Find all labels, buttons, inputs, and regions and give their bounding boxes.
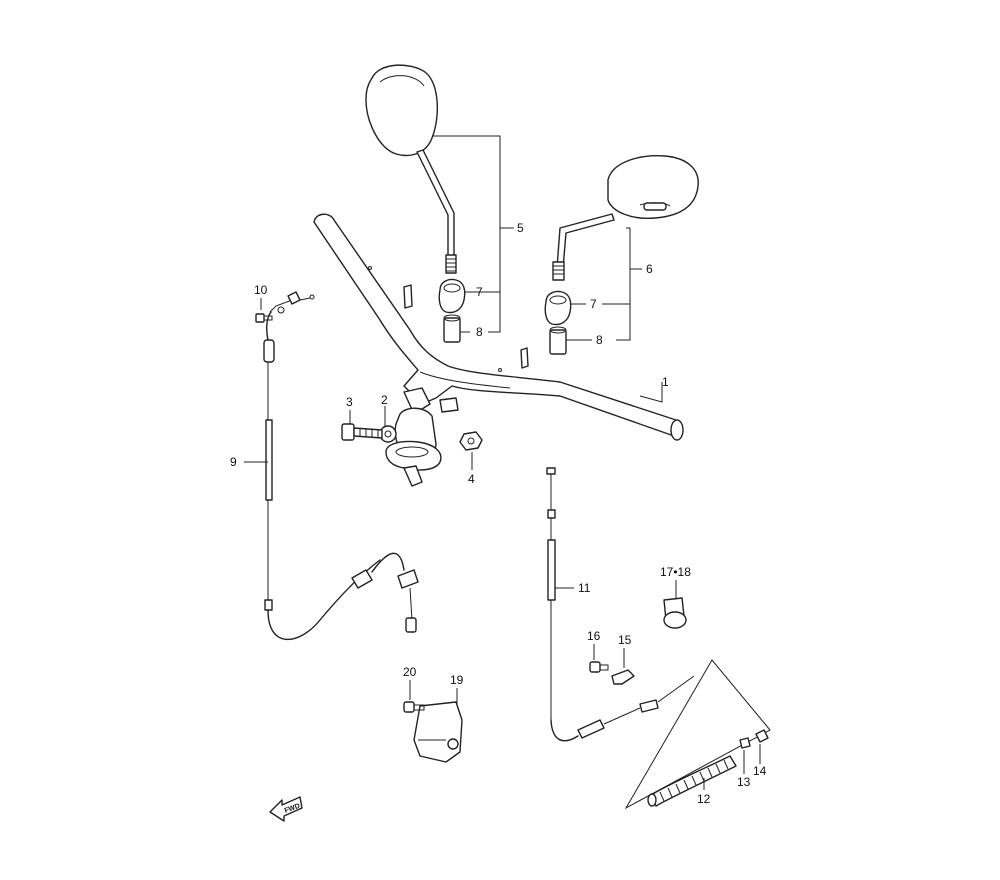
throttle-housing [385,407,442,487]
callout-3: 3 [346,395,353,409]
cable-end-13 [739,737,751,749]
nut [459,431,483,451]
bolt-20 [403,701,425,713]
callout-11: 11 [578,581,591,595]
cable-guide [413,701,463,763]
callout-4: 4 [468,472,475,486]
leader-lines [244,135,761,790]
callout-17-18: 17•18 [660,565,691,579]
callout-6: 6 [646,262,653,276]
fwd-arrow-icon: FWD [269,796,303,822]
callout-20: 20 [403,665,417,679]
brake-cable [546,467,695,742]
callout-5: 5 [517,221,524,235]
callout-12: 12 [697,792,711,806]
callout-13: 13 [737,775,751,789]
callout-10: 10 [254,283,268,297]
callout-2: 2 [381,393,388,407]
callout-16: 16 [587,629,601,643]
callout-labels: 1 2 3 4 5 6 7 7 8 8 9 10 11 12 13 14 15 … [230,221,767,806]
bracket [611,669,635,685]
callout-1: 1 [662,375,669,389]
callout-9: 9 [230,455,237,469]
bolt [341,423,383,441]
handlebar [313,213,684,441]
mirror-spacer-right [549,326,567,355]
inset-panel [624,659,771,810]
callout-19: 19 [450,673,464,687]
throttle-cable [263,291,419,641]
callout-7-right: 7 [590,297,597,311]
small-screw [255,313,273,323]
callout-14: 14 [753,764,767,778]
right-mirror [552,155,699,281]
left-mirror [365,64,457,274]
mirror-adapter-left [438,278,466,314]
callout-8-left: 8 [476,325,483,339]
screw-16 [589,661,609,673]
cable-end-14 [755,729,769,743]
spring [647,755,737,807]
mirror-adapter-right [544,290,572,326]
mirror-spacer-left [443,314,461,343]
callout-7-left: 7 [476,285,483,299]
clamp [663,597,687,629]
callout-8-right: 8 [596,333,603,347]
callout-15: 15 [618,633,632,647]
